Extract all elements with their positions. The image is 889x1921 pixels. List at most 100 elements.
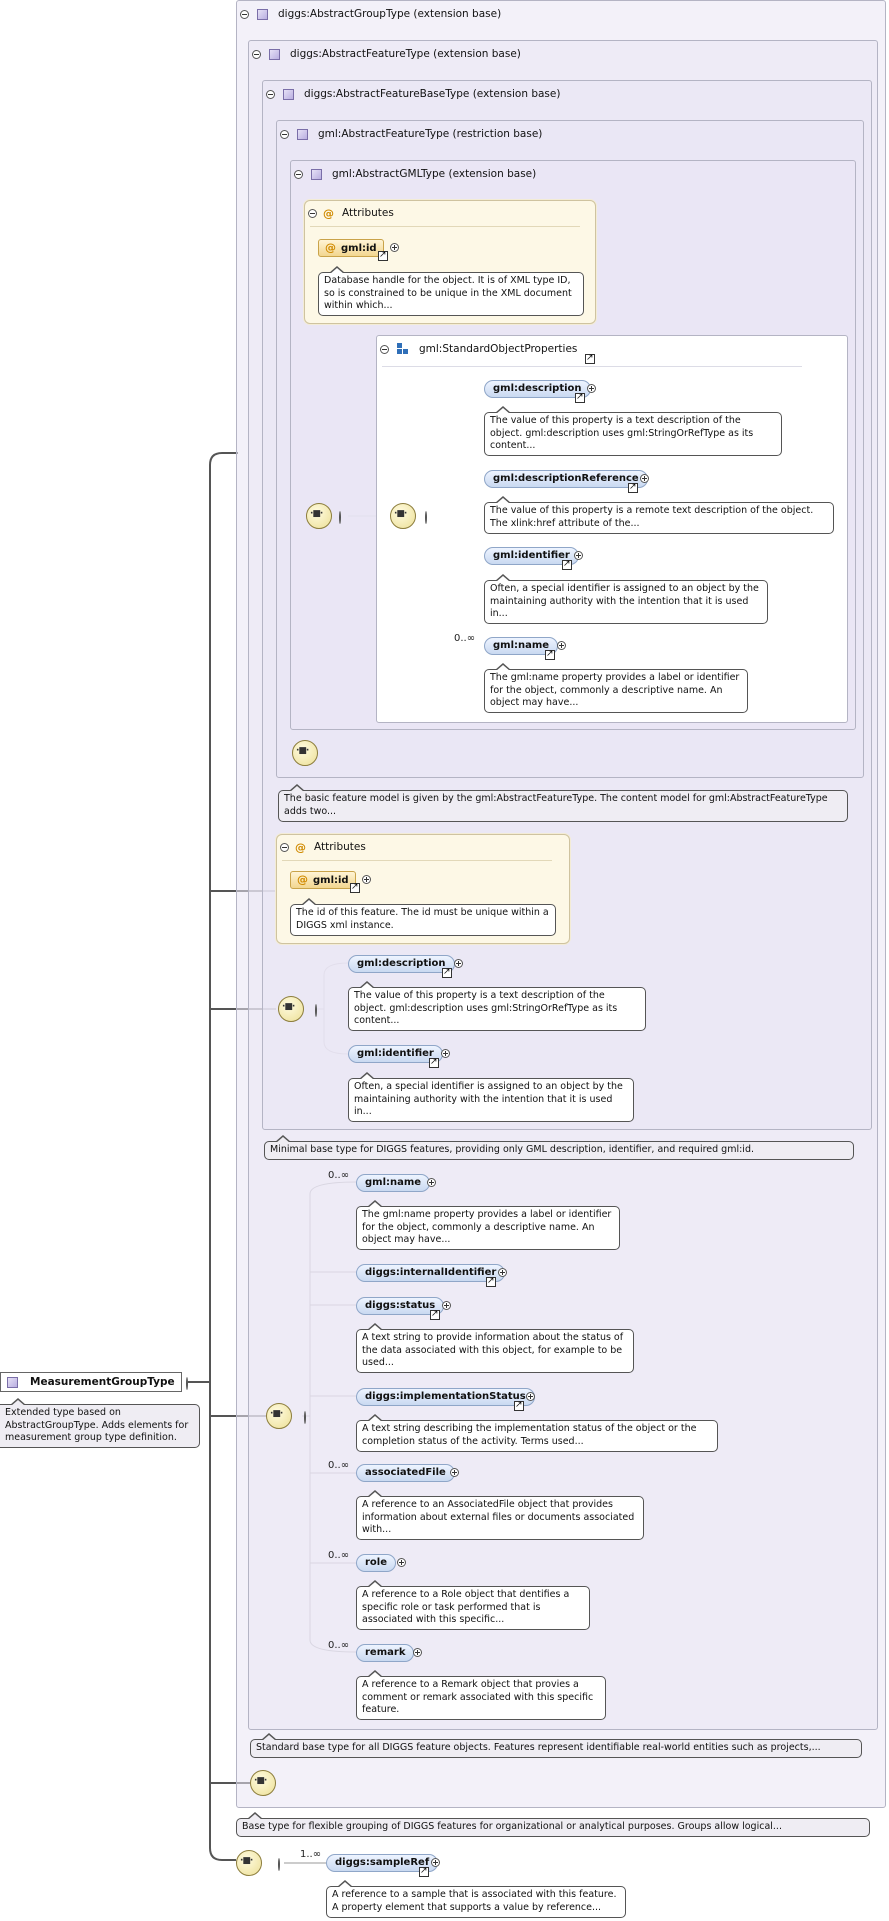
sequence-compositor-icon[interactable] — [306, 503, 332, 529]
link-icon[interactable] — [350, 881, 360, 893]
collapse-icon[interactable] — [280, 129, 289, 139]
measurement-group-type-root[interactable]: MeasurementGroupType — [0, 1372, 182, 1392]
link-icon[interactable] — [419, 1865, 429, 1877]
complex-type-icon — [311, 168, 322, 180]
gml-identifier-doc: Often, a special identifier is assigned … — [484, 574, 768, 624]
diggs-sample-ref-doc: A reference to a sample that is associat… — [326, 1880, 626, 1918]
expand-icon[interactable] — [431, 1858, 440, 1867]
collapse-icon[interactable] — [380, 344, 389, 354]
expand-icon[interactable] — [574, 551, 583, 560]
expand-icon[interactable] — [498, 1268, 507, 1277]
gml-name-element[interactable]: gml:name — [356, 1174, 431, 1192]
expand-icon[interactable] — [640, 474, 649, 483]
remark-element[interactable]: remark — [356, 1644, 415, 1662]
link-icon[interactable] — [575, 391, 585, 403]
attribute-icon: @ — [325, 241, 336, 254]
abstract-group-type-label: diggs:AbstractGroupType (extension base) — [278, 8, 502, 20]
abstract-feature-doc: Standard base type for all DIGGS feature… — [250, 1733, 862, 1758]
divider — [282, 860, 552, 861]
gml-identifier-element[interactable]: gml:identifier — [348, 1045, 443, 1063]
gml-id-feature-doc: The id of this feature. The id must be u… — [290, 898, 556, 936]
gml-abstract-feature-type-header[interactable]: gml:AbstractFeatureType (restriction bas… — [280, 126, 542, 142]
multiplicity-label: 0..∞ — [328, 1170, 350, 1181]
link-icon[interactable] — [486, 1275, 496, 1287]
collapse-icon[interactable] — [315, 1004, 317, 1017]
complex-type-icon — [297, 128, 308, 140]
gml-description-doc: The value of this property is a text des… — [348, 981, 646, 1031]
link-icon[interactable] — [562, 558, 572, 570]
collapse-icon[interactable] — [308, 208, 317, 218]
associated-file-element[interactable]: associatedFile — [356, 1464, 455, 1482]
gml-abstract-gml-type-label: gml:AbstractGMLType (extension base) — [332, 168, 537, 180]
standard-object-properties-label: gml:StandardObjectProperties — [419, 343, 578, 355]
collapse-icon[interactable] — [186, 1377, 188, 1390]
abstract-group-type-header[interactable]: diggs:AbstractGroupType (extension base) — [240, 6, 501, 22]
collapse-icon[interactable] — [339, 511, 341, 524]
collapse-icon[interactable] — [280, 842, 289, 852]
gml-name-doc: The gml:name property provides a label o… — [356, 1200, 620, 1250]
divider — [310, 226, 580, 227]
link-icon[interactable] — [514, 1399, 524, 1411]
gml-abstract-feature-type-label: gml:AbstractFeatureType (restriction bas… — [318, 128, 543, 140]
collapse-icon[interactable] — [266, 89, 275, 99]
link-icon[interactable] — [429, 1056, 439, 1068]
link-icon[interactable] — [545, 648, 555, 660]
attributes-label: Attributes — [342, 207, 394, 219]
collapse-icon[interactable] — [294, 169, 303, 179]
attributes-header[interactable]: @ Attributes — [280, 839, 366, 855]
collapse-icon[interactable] — [425, 511, 427, 524]
gml-description-element[interactable]: gml:description — [348, 955, 455, 973]
expand-icon[interactable] — [413, 1648, 422, 1657]
complex-type-icon — [7, 1376, 18, 1388]
sequence-compositor-icon[interactable] — [390, 503, 416, 529]
sequence-compositor-icon[interactable] — [266, 1403, 292, 1429]
link-icon[interactable] — [430, 1308, 440, 1320]
gml-id-label: gml:id — [313, 875, 349, 886]
standard-object-properties-header[interactable]: gml:StandardObjectProperties — [380, 341, 577, 357]
expand-icon[interactable] — [557, 641, 566, 650]
expand-icon[interactable] — [526, 1392, 535, 1401]
link-icon[interactable] — [628, 481, 638, 493]
expand-icon[interactable] — [441, 1049, 450, 1058]
gml-id-attribute[interactable]: @gml:id — [290, 871, 356, 889]
collapse-icon[interactable] — [240, 9, 249, 19]
abstract-feature-type-header[interactable]: diggs:AbstractFeatureType (extension bas… — [252, 46, 521, 62]
abstract-feature-base-type-header[interactable]: diggs:AbstractFeatureBaseType (extension… — [266, 86, 560, 102]
collapse-icon[interactable] — [304, 1411, 306, 1424]
gml-id-label: gml:id — [341, 243, 377, 254]
expand-icon[interactable] — [427, 1178, 436, 1187]
abstract-feature-base-type-label: diggs:AbstractFeatureBaseType (extension… — [304, 88, 561, 100]
diggs-internal-identifier-element[interactable]: diggs:internalIdentifier — [356, 1264, 506, 1282]
sequence-compositor-icon[interactable] — [292, 740, 318, 766]
expand-icon[interactable] — [390, 243, 399, 252]
sequence-compositor-icon[interactable] — [278, 996, 304, 1022]
collapse-icon[interactable] — [252, 49, 261, 59]
gml-description-reference-element[interactable]: gml:descriptionReference — [484, 470, 648, 488]
role-element[interactable]: role — [356, 1554, 397, 1572]
multiplicity-label: 1..∞ — [300, 1849, 322, 1860]
attribute-icon: @ — [323, 206, 334, 220]
expand-icon[interactable] — [442, 1301, 451, 1310]
expand-icon[interactable] — [587, 384, 596, 393]
expand-icon[interactable] — [362, 875, 371, 884]
link-icon[interactable] — [442, 966, 452, 978]
associated-file-doc: A reference to an AssociatedFile object … — [356, 1490, 644, 1540]
gml-description-reference-doc: The value of this property is a remote t… — [484, 496, 834, 534]
gml-abstract-gml-type-header[interactable]: gml:AbstractGMLType (extension base) — [294, 166, 536, 182]
attributes-header[interactable]: @ Attributes — [308, 205, 394, 221]
gml-identifier-element[interactable]: gml:identifier — [484, 547, 579, 565]
complex-type-icon — [283, 88, 294, 100]
divider — [382, 366, 802, 367]
link-icon[interactable] — [585, 352, 595, 364]
expand-icon[interactable] — [450, 1468, 459, 1477]
expand-icon[interactable] — [454, 959, 463, 968]
gml-name-doc: The gml:name property provides a label o… — [484, 663, 748, 713]
choice-compositor-icon[interactable] — [236, 1850, 262, 1876]
sequence-compositor-icon[interactable] — [250, 1770, 276, 1796]
collapse-icon[interactable] — [278, 1858, 280, 1871]
gml-id-attribute[interactable]: @ gml:id — [318, 239, 384, 257]
diggs-implementation-status-element[interactable]: diggs:implementationStatus — [356, 1388, 535, 1406]
complex-type-icon — [269, 48, 280, 60]
expand-icon[interactable] — [397, 1558, 406, 1567]
link-icon[interactable] — [378, 249, 388, 261]
